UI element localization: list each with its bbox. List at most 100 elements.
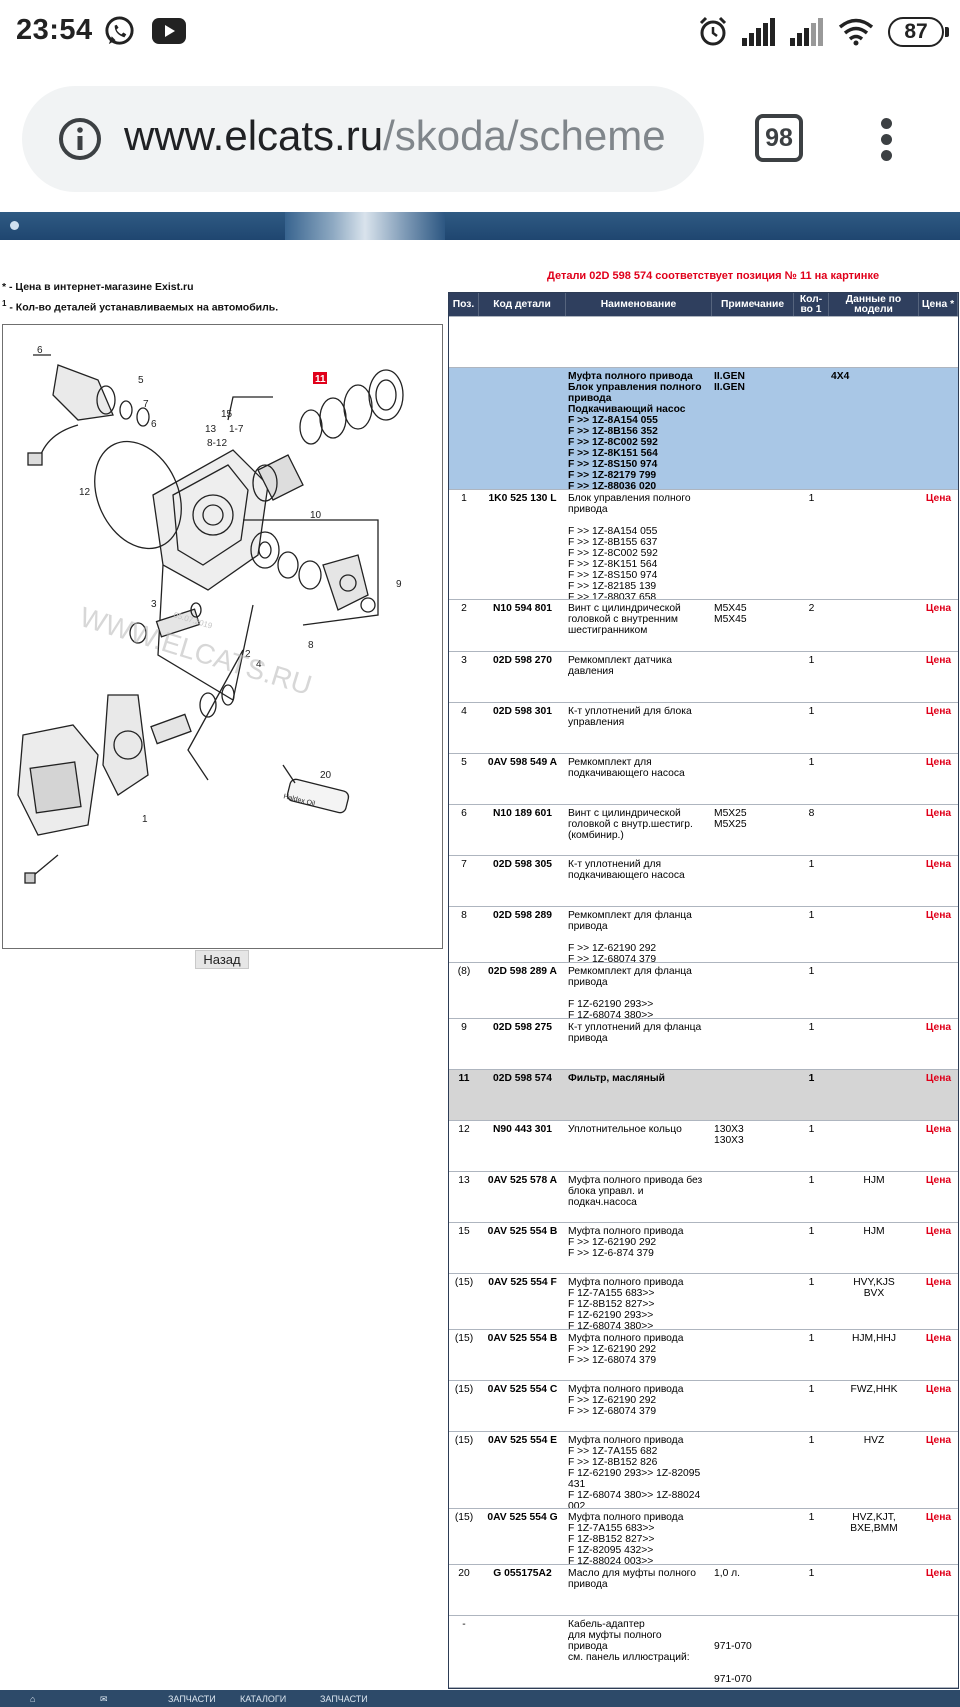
more-menu-icon[interactable] (874, 118, 898, 162)
info-name-line: F >> 1Z-82179 799 (568, 470, 657, 481)
nav-item-parts[interactable]: ЗАПЧАСТИ (168, 1694, 216, 1704)
info-name-line: Блок управления полного (568, 382, 702, 393)
cell-price-link[interactable]: Цена (925, 757, 952, 768)
banner-image (285, 212, 445, 240)
cell-part-code[interactable]: 0AV 525 578 A (487, 1175, 558, 1186)
svg-text:13: 13 (205, 424, 217, 435)
col-header-name[interactable]: Наименование (566, 293, 712, 316)
nav-item-parts-2[interactable]: ЗАПЧАСТИ (320, 1694, 368, 1704)
back-button[interactable]: Назад (195, 950, 249, 969)
cell-price-link[interactable]: Цена (925, 493, 952, 504)
tab-switcher-button[interactable]: 98 (755, 114, 803, 162)
cell-pos: 9 (461, 1022, 467, 1033)
cell-name-line: для муфты полного (568, 1630, 662, 1641)
cell-pos: 6 (461, 808, 467, 819)
cell-part-code[interactable]: 02D 598 275 (493, 1022, 552, 1033)
cell-price-link[interactable]: Цена (925, 1568, 952, 1579)
nav-item-catalogs[interactable]: КАТАЛОГИ (240, 1694, 287, 1704)
cell-price-link[interactable]: Цена (925, 1512, 952, 1523)
col-header-price[interactable]: Цена * (919, 293, 958, 316)
cell-price-link[interactable]: Цена (925, 1333, 952, 1344)
cell-part-code[interactable]: 02D 598 574 (493, 1073, 552, 1084)
cell-name-line: F >> 1Z-68074 379 (568, 1355, 657, 1366)
site-home-icon[interactable] (10, 221, 19, 230)
col-header-note[interactable]: Примечание (712, 293, 794, 316)
cell-price-link[interactable]: Цена (925, 859, 952, 870)
cell-part-code[interactable]: 02D 598 305 (493, 859, 552, 870)
cell-pos: - (462, 1619, 466, 1630)
cell-part-code[interactable]: 02D 598 289 (493, 910, 552, 921)
cell-part-code[interactable] (479, 1616, 566, 1687)
cell-part-code[interactable]: G 055175A2 (493, 1568, 552, 1579)
cell-part-code[interactable]: 0AV 525 554 E (487, 1435, 558, 1446)
cell-part-code[interactable]: N10 189 601 (493, 808, 552, 819)
cell-name-line: головкой с внутренним (568, 614, 678, 625)
cell-price-link[interactable]: Цена (925, 1073, 952, 1084)
alarm-icon (699, 16, 727, 46)
cell-price-link[interactable]: Цена (925, 1022, 952, 1033)
cell-price-link[interactable]: Цена (925, 1124, 952, 1135)
cell-part-code[interactable]: 02D 598 289 A (488, 966, 557, 977)
col-header-model[interactable]: Данные по модели (829, 293, 919, 316)
col-header-code[interactable]: Код детали (479, 293, 566, 316)
address-bar[interactable]: www.elcats.ru/skoda/scheme (22, 86, 704, 192)
cell-price-link[interactable]: Цена (925, 1384, 952, 1395)
cell-price-link[interactable]: Цена (925, 910, 952, 921)
cell-part-code[interactable]: 1K0 525 130 L (488, 493, 557, 504)
cell-price-link[interactable]: Цена (925, 603, 952, 614)
cell-pos: 4 (461, 706, 467, 717)
cell-part-code[interactable]: 0AV 525 554 F (488, 1277, 557, 1288)
cell-part-code[interactable]: 0AV 525 554 C (487, 1384, 558, 1395)
cell-price-link[interactable]: Цена (925, 808, 952, 819)
cell-price-link[interactable]: Цена (925, 1175, 952, 1186)
cell-part-code[interactable]: 0AV 525 554 B (487, 1333, 558, 1344)
cell-part-code[interactable]: 02D 598 301 (493, 706, 552, 717)
cell-part-code[interactable]: 0AV 525 554 G (487, 1512, 558, 1523)
cell-name-line: Масло для муфты полного (568, 1568, 696, 1579)
col-header-pos[interactable]: Поз. (449, 293, 479, 316)
cell-note-line: M5X45 (714, 603, 747, 614)
cell-model-line: HVZ,KJT, (852, 1512, 896, 1523)
url-text[interactable]: www.elcats.ru/skoda/scheme (124, 112, 694, 160)
parts-table: Поз. Код детали Наименование Примечание … (448, 292, 959, 1689)
cell-part-code[interactable]: 02D 598 270 (493, 655, 552, 666)
cell-price-link[interactable]: Цена (925, 1277, 952, 1288)
cell-price-link[interactable]: Цена (925, 706, 952, 717)
nav-home-icon[interactable]: ⌂ (30, 1694, 36, 1704)
cell-note (712, 1432, 794, 1508)
cell-note (712, 652, 794, 702)
info-icon[interactable] (58, 117, 102, 161)
cell-price-link[interactable]: Цена (925, 1435, 952, 1446)
cell-price-link[interactable]: Цена (925, 1226, 952, 1237)
cell-part-code[interactable]: 0AV 525 554 B (487, 1226, 558, 1237)
cell-part-code[interactable]: 0AV 598 549 A (487, 757, 558, 768)
cell-part-code[interactable]: N90 443 301 (493, 1124, 552, 1135)
nav-mail-icon[interactable]: ✉ (100, 1694, 108, 1704)
col-header-qty[interactable]: Кол-во 1 (794, 293, 829, 316)
cell-part-code[interactable]: N10 594 801 (493, 603, 552, 614)
cell-price-link[interactable]: Цена (925, 655, 952, 666)
